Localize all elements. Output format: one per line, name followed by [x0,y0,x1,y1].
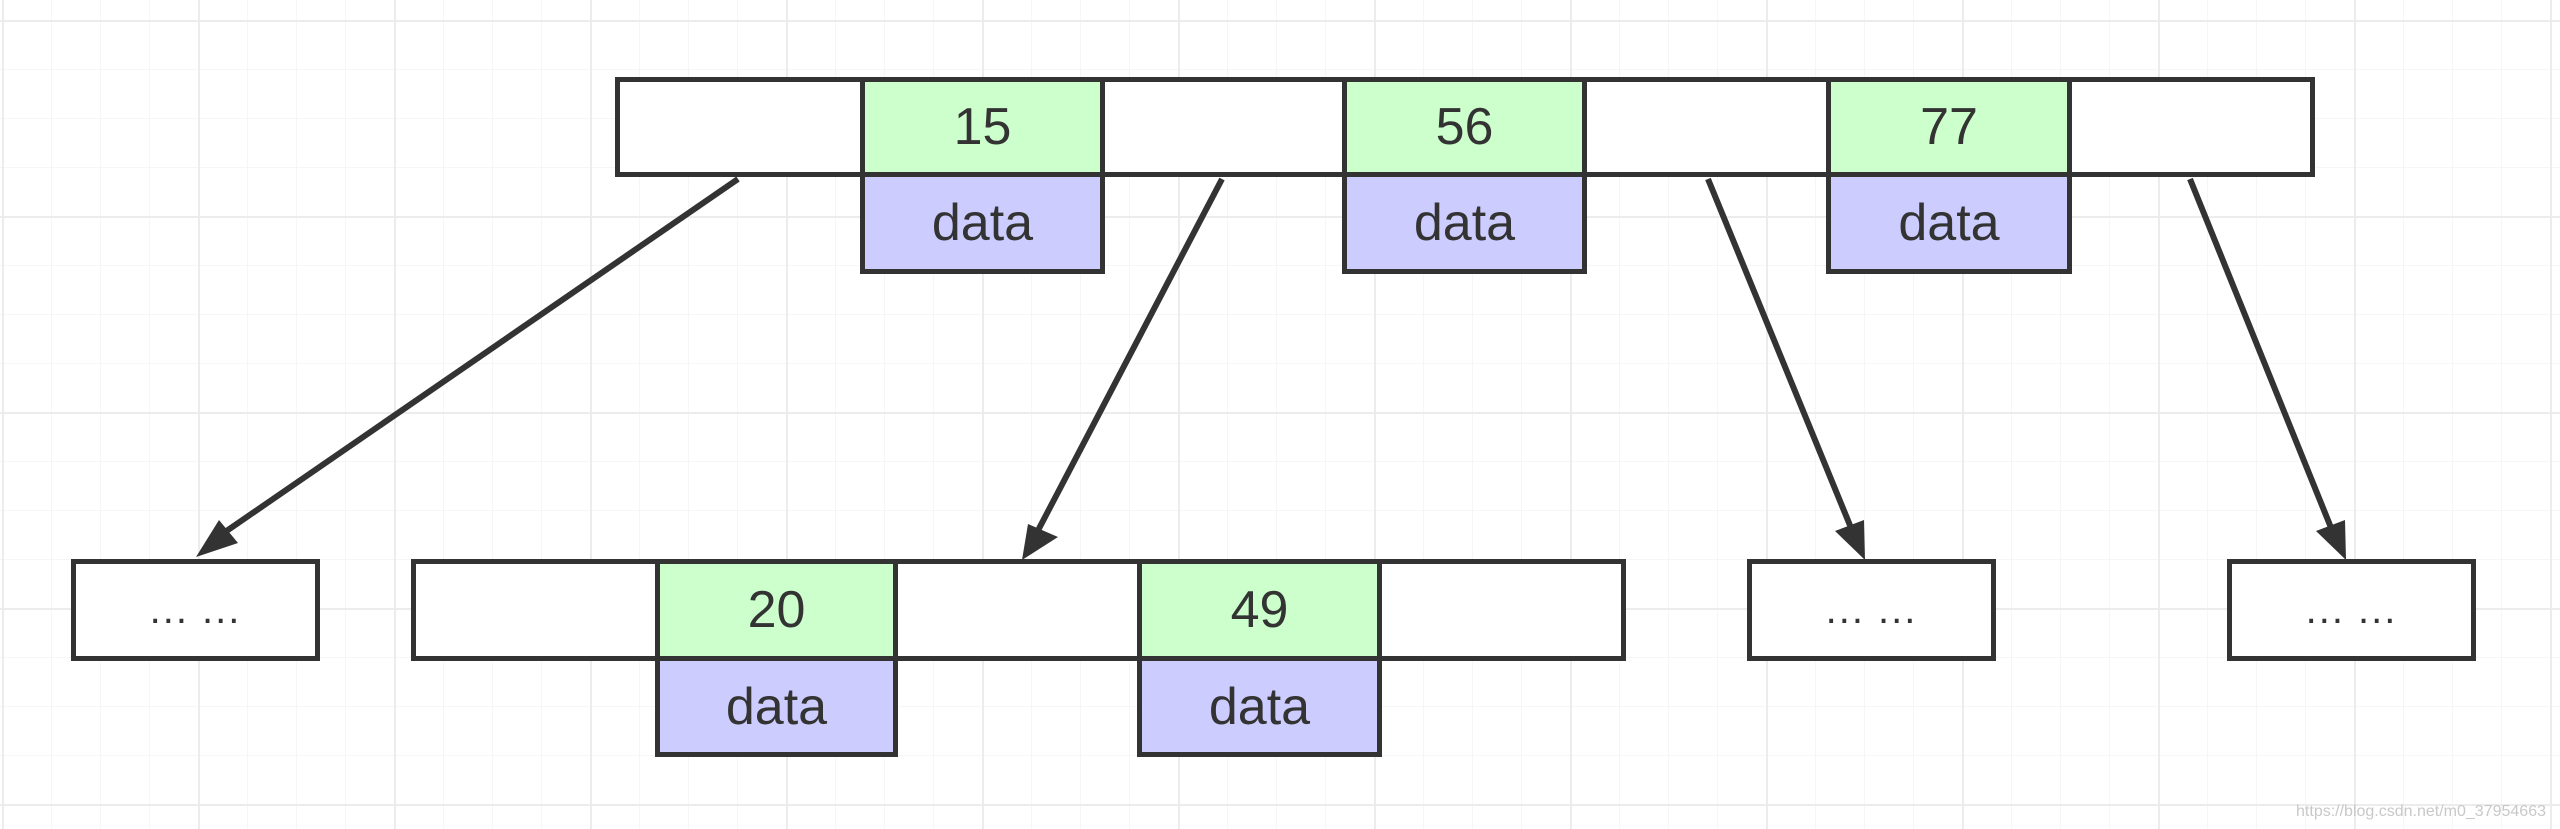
arrow-to-leaf-1 [210,176,740,544]
arrowhead-1 [196,520,238,557]
arrow-to-leaf-3 [2187,177,2339,542]
arrowhead-3 [1835,520,1865,560]
arrow-to-leaf-2 [1705,177,1859,542]
leaf-node-placeholder-3: ... ... [2227,559,2476,661]
watermark: https://blog.csdn.net/m0_37954663 [2296,803,2546,820]
root-key-1: 15 [860,77,1105,177]
root-data-3: data [1826,172,2072,274]
child-data-1: data [655,656,898,757]
leaf-node-placeholder-2: ... ... [1747,559,1996,661]
root-data-2: data [1342,172,1587,274]
child-data-2: data [1137,656,1382,757]
root-data-1: data [860,172,1105,274]
leaf-node-placeholder-1: ... ... [71,559,320,661]
arrow-to-child-node [1030,177,1225,542]
arrowhead-4 [2316,520,2346,560]
child-key-2: 49 [1137,559,1382,661]
child-node [411,559,1626,661]
arrowhead-2 [1022,524,1058,560]
